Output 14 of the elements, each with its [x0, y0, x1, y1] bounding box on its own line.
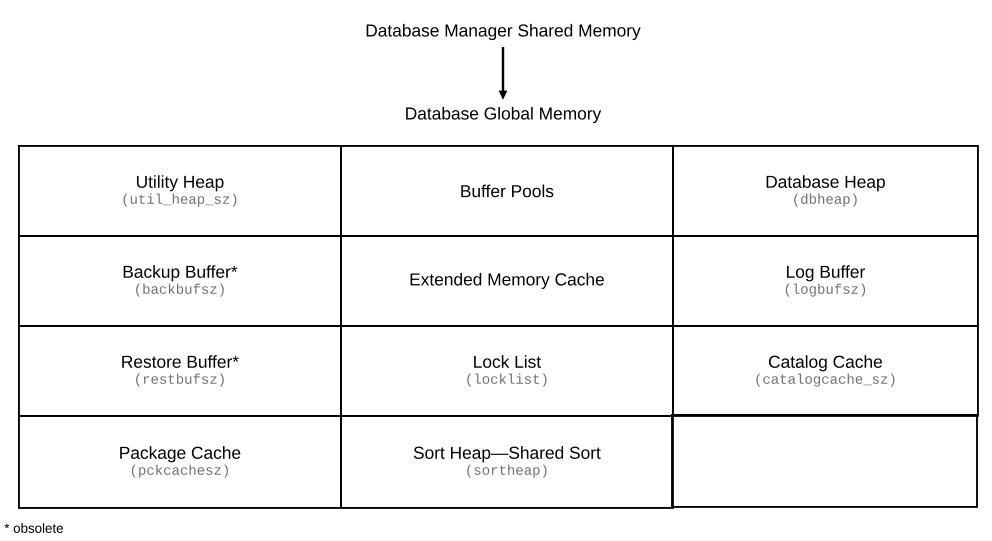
heading-text: Database Global Memory [406, 106, 602, 124]
table-cell: Restore Buffer* (restbufsz) [18, 325, 342, 417]
table-cell: Backup Buffer* (backbufsz) [18, 235, 342, 327]
table-cell: Database Heap (dbheap) [672, 145, 979, 237]
table-cell: Lock List (locklist) [340, 325, 674, 417]
table-cell: Package Cache (pckcachesz) [18, 415, 342, 509]
table-cell: Log Buffer (logbufsz) [672, 235, 979, 327]
table-cell: Buffer Pools [340, 145, 674, 237]
table-cell: Utility Heap (util_heap_sz) [18, 145, 342, 237]
table-cell: Extended Memory Cache [340, 235, 674, 327]
footnote: * obsolete [4, 523, 63, 533]
heading-text: Database Manager Shared Memory [366, 24, 641, 40]
table-cell: Sort Heap—Shared Sort (sortheap) [340, 415, 674, 509]
table-cell: Catalog Cache (catalogcache_sz) [672, 325, 979, 417]
